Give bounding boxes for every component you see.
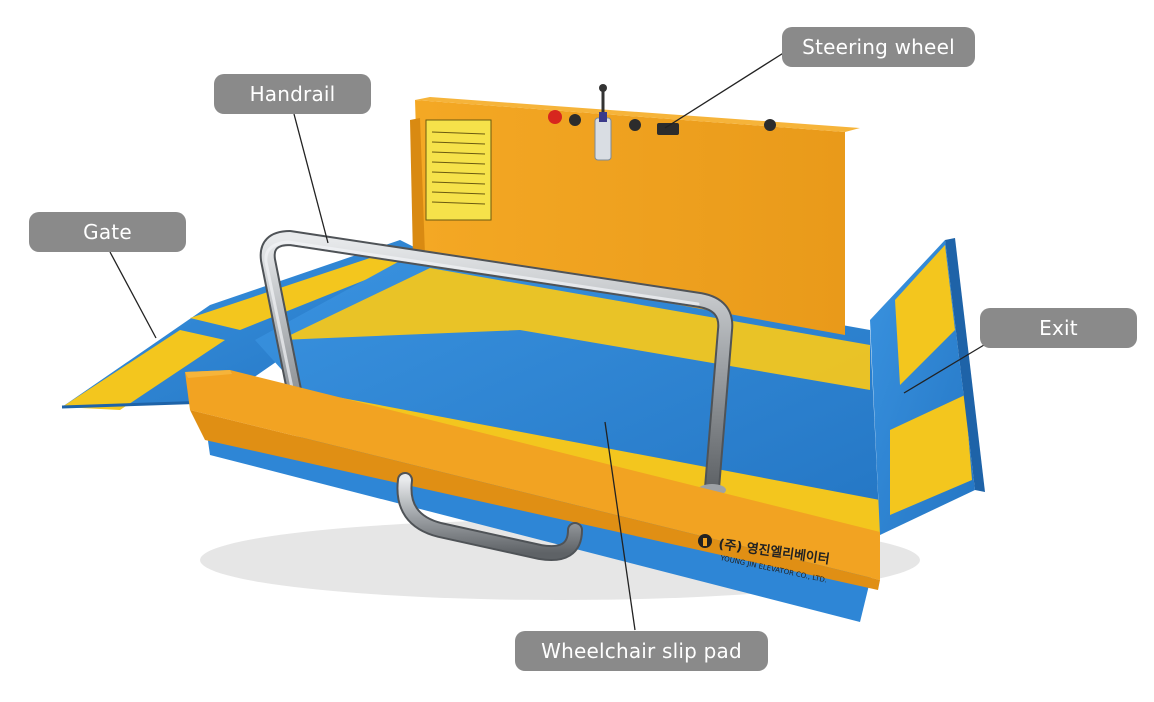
label-exit: Exit xyxy=(980,308,1137,348)
steering-wheel-control xyxy=(657,123,679,135)
emergency-stop-button xyxy=(548,110,562,124)
remote-control xyxy=(594,117,612,161)
label-wheelchair-slip-pad: Wheelchair slip pad xyxy=(515,631,768,671)
label-gate: Gate xyxy=(29,212,186,252)
label-steering-wheel: Steering wheel xyxy=(782,27,975,67)
leader-handrail xyxy=(293,113,329,244)
leader-lines xyxy=(109,51,985,631)
leader-slip-pad xyxy=(604,421,636,631)
leader-gate xyxy=(109,251,157,339)
gate-ramp xyxy=(61,240,430,410)
exit-flap xyxy=(870,238,985,535)
instruction-label xyxy=(425,119,492,221)
control-button xyxy=(569,114,581,126)
label-handrail: Handrail xyxy=(214,74,371,114)
control-button xyxy=(629,119,641,131)
leader-exit xyxy=(903,344,985,394)
carrying-handle xyxy=(396,472,583,561)
key-switch xyxy=(764,119,776,131)
leader-steering-wheel xyxy=(664,51,786,129)
